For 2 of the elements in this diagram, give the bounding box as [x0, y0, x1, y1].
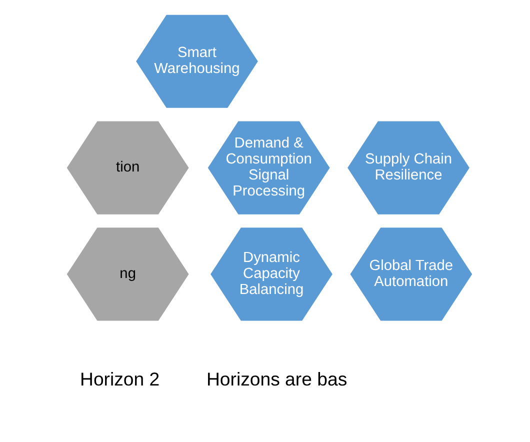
label: Horizon 2: [80, 368, 160, 390]
label: Horizons are bas: [206, 368, 347, 390]
